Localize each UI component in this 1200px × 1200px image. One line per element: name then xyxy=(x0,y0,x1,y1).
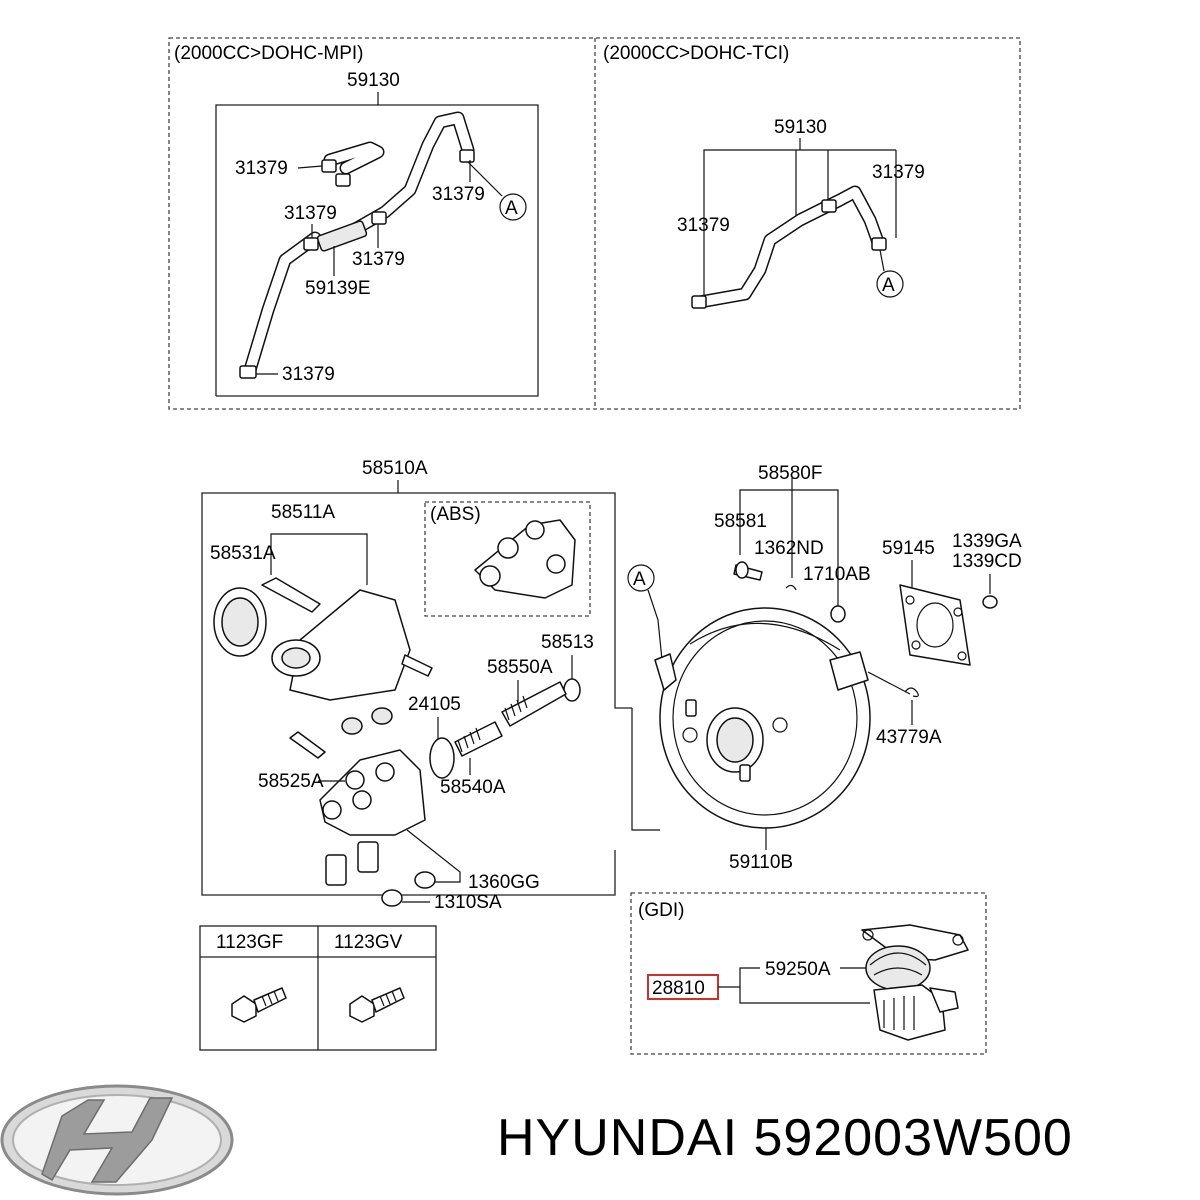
vacuum-hose-frame xyxy=(168,37,1021,410)
bolts-header-1123gf: 1123GF xyxy=(216,932,283,953)
mpi-panel: (2000CC>DOHC-MPI) 59130 31379 31379 xyxy=(174,43,539,397)
mpi-31379-a-leader xyxy=(297,165,323,169)
label-1339ga[interactable]: 1339GA xyxy=(952,531,1022,552)
nut-1339 xyxy=(982,595,998,609)
tci-section-label: (2000CC>DOHC-TCI) xyxy=(603,43,789,64)
brand-part-number-heading: HYUNDAI 592003W500 xyxy=(497,1108,1073,1168)
hyundai-logo xyxy=(0,1084,234,1196)
booster-bracket-left xyxy=(631,708,660,831)
leader-28810-top xyxy=(718,967,760,988)
label-28810[interactable]: 28810 xyxy=(652,978,705,999)
leader-58511a xyxy=(270,533,368,585)
mpi-clip-upper xyxy=(321,159,337,173)
pin-clip-parts xyxy=(733,561,846,623)
leader-1360gg xyxy=(406,829,461,883)
brake-booster-section: A 59110B 58580F 58581 1362ND 1710AB xyxy=(627,463,1022,873)
mpi-label-59130[interactable]: 59130 xyxy=(347,70,400,91)
o-ring-24105 xyxy=(429,737,455,779)
bolts-header-1123gv: 1123GV xyxy=(334,932,403,953)
vacuum-pump-28810 xyxy=(861,924,969,1041)
label-24105[interactable]: 24105 xyxy=(408,694,461,715)
label-58581[interactable]: 58581 xyxy=(714,511,767,532)
label-1710ab[interactable]: 1710AB xyxy=(803,564,871,585)
bolt-1123gf xyxy=(231,987,287,1023)
vacuum-hose-section: (2000CC>DOHC-MPI) 59130 31379 31379 xyxy=(168,37,1021,410)
mpi-label-31379-e[interactable]: 31379 xyxy=(282,364,335,385)
leader-28810-bottom xyxy=(739,987,870,1004)
label-58511a[interactable]: 58511A xyxy=(271,502,335,523)
bolts-table: 1123GF 1123GV xyxy=(199,925,437,1051)
brake-booster-59110b xyxy=(654,607,871,829)
tci-label-31379-a[interactable]: 31379 xyxy=(872,162,925,183)
mpi-vacuum-hose xyxy=(239,111,475,379)
gdi-frame xyxy=(630,892,987,1055)
mpi-label-31379-a[interactable]: 31379 xyxy=(235,158,288,179)
bolt-1123gv xyxy=(349,987,405,1023)
tci-ref-a: A xyxy=(882,275,895,296)
part-number: 592003W500 xyxy=(753,1109,1073,1167)
label-1360gg[interactable]: 1360GG xyxy=(468,872,540,893)
mpi-label-31379-c[interactable]: 31379 xyxy=(284,203,337,224)
label-58510a[interactable]: 58510A xyxy=(362,458,428,479)
label-58540a[interactable]: 58540A xyxy=(440,777,506,798)
mpi-hose-box xyxy=(215,104,539,397)
leader-58580f xyxy=(739,489,839,606)
label-59145[interactable]: 59145 xyxy=(882,538,935,559)
mpi-ref-a-marker: A xyxy=(467,161,527,221)
gdi-section-label: (GDI) xyxy=(638,900,684,921)
mpi-clip-top xyxy=(459,149,475,163)
label-58531a[interactable]: 58531A xyxy=(210,543,276,564)
label-59250a[interactable]: 59250A xyxy=(765,959,831,980)
label-58550a[interactable]: 58550A xyxy=(487,657,553,678)
tci-clip-right xyxy=(871,237,887,251)
tci-vacuum-hose xyxy=(691,185,887,309)
seal-58513 xyxy=(563,678,581,702)
abs-master-cylinder xyxy=(474,519,576,599)
booster-rod-line xyxy=(867,671,911,695)
gdi-section: (GDI) 59250A 28810 xyxy=(630,892,987,1055)
mpi-label-31379-d[interactable]: 31379 xyxy=(352,249,405,270)
mpi-clip-left xyxy=(303,237,319,251)
label-1310sa[interactable]: 1310SA xyxy=(434,892,502,913)
master-cylinder-frame xyxy=(201,492,632,896)
booster-ref-a-marker: A xyxy=(627,564,663,661)
tci-59130-bracket xyxy=(703,149,896,296)
mpi-check-valve xyxy=(316,220,368,252)
tci-clip-mid xyxy=(821,199,837,213)
abs-section-label: (ABS) xyxy=(430,504,481,525)
clip-43779a xyxy=(904,687,919,698)
label-59110b[interactable]: 59110B xyxy=(729,852,793,873)
tci-panel: (2000CC>DOHC-TCI) 59130 31379 31379 A xyxy=(603,43,925,309)
tci-clip-left xyxy=(691,295,707,309)
mpi-label-31379-b[interactable]: 31379 xyxy=(432,184,485,205)
tci-label-31379-b[interactable]: 31379 xyxy=(677,215,730,236)
mpi-section-label: (2000CC>DOHC-MPI) xyxy=(174,43,364,64)
reservoir-tank xyxy=(213,577,433,701)
label-58513[interactable]: 58513 xyxy=(541,632,594,653)
tci-label-59130[interactable]: 59130 xyxy=(774,117,827,138)
label-58525a[interactable]: 58525A xyxy=(258,771,324,792)
secondary-piston-58540a xyxy=(454,721,503,757)
master-cylinder-body xyxy=(289,707,426,886)
mpi-clip-upper2 xyxy=(335,173,351,187)
label-1339cd[interactable]: 1339CD xyxy=(952,551,1022,572)
master-cylinder-section: 58510A (ABS) 58511A 58531A xyxy=(201,458,632,913)
tci-ref-a-marker: A xyxy=(876,249,904,298)
mpi-clip-bottom xyxy=(239,365,257,379)
brand-name: HYUNDAI xyxy=(497,1109,739,1167)
mpi-clip-right xyxy=(371,211,387,225)
label-1362nd[interactable]: 1362ND xyxy=(754,538,824,559)
label-58580f[interactable]: 58580F xyxy=(758,463,822,484)
label-43779a[interactable]: 43779A xyxy=(876,727,942,748)
washer-nut-parts xyxy=(381,871,436,907)
primary-piston-58550a xyxy=(501,681,567,727)
booster-ref-a: A xyxy=(633,569,646,590)
mpi-label-59139e[interactable]: 59139E xyxy=(305,278,371,299)
gasket-59145 xyxy=(899,584,971,666)
abs-frame xyxy=(424,501,591,617)
mpi-ref-a: A xyxy=(505,198,518,219)
